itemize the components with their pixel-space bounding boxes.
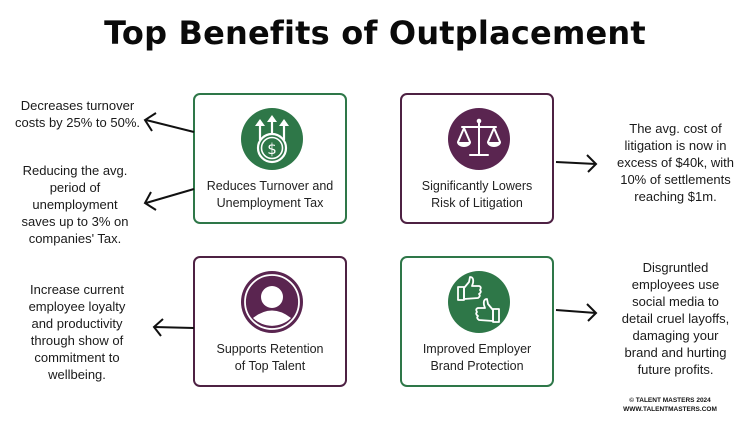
note-line: damaging your [632, 328, 719, 343]
svg-text:$: $ [267, 140, 277, 158]
benefit-label: Significantly Lowers Risk of Litigation [402, 178, 552, 212]
benefit-label-line: Reduces Turnover and [206, 179, 334, 193]
note-social-media: Disgruntled employees use social media t… [603, 259, 748, 378]
note-line: through show of [30, 333, 124, 348]
note-line: employee loyalty [28, 299, 126, 314]
note-line: reaching $1m. [634, 189, 717, 204]
money-growth-icon: $ [241, 108, 303, 170]
note-line: costs by 25% to 50%. [14, 115, 140, 130]
note-line: and productivity [31, 316, 123, 331]
benefit-label-line: Risk of Litigation [431, 196, 523, 210]
copyright-text: © TALENT MASTERS 2024 [629, 397, 711, 404]
scales-of-justice-icon [448, 108, 510, 170]
note-line: wellbeing. [48, 367, 106, 382]
thumbs-up-icon [448, 271, 510, 333]
note-line: period of [49, 180, 101, 195]
benefit-card-turnover: $ Reduces Turnover and Unemployment Tax [193, 93, 347, 224]
benefit-label-line: Brand Protection [430, 359, 524, 373]
benefit-label: Reduces Turnover and Unemployment Tax [195, 178, 345, 212]
note-unemployment-tax: Reducing the avg. period of unemployment… [6, 162, 144, 247]
note-line: companies' Tax. [28, 231, 122, 246]
arrow-icon [143, 112, 195, 133]
page-title: Top Benefits of Outplacement [104, 14, 646, 52]
user-avatar-icon [241, 271, 303, 333]
website-link[interactable]: WWW.TALENTMASTERS.COM [623, 406, 717, 413]
benefit-label-line: Significantly Lowers [421, 179, 533, 193]
benefit-card-brand: Improved Employer Brand Protection [400, 256, 554, 387]
benefit-label-line: Supports Retention [216, 342, 324, 356]
note-line: employees use [631, 277, 720, 292]
note-turnover-costs: Decreases turnover costs by 25% to 50%. [5, 97, 150, 131]
benefit-label-line: Unemployment Tax [216, 196, 324, 210]
benefit-label: Supports Retention of Top Talent [195, 341, 345, 375]
arrow-icon [143, 188, 195, 211]
note-line: litigation is now in [624, 138, 727, 153]
benefit-card-litigation: Significantly Lowers Risk of Litigation [400, 93, 554, 224]
note-line: social media to [632, 294, 719, 309]
note-employee-loyalty: Increase current employee loyalty and pr… [12, 281, 142, 383]
note-line: brand and hurting [624, 345, 727, 360]
note-line: Decreases turnover [20, 98, 135, 113]
note-line: 10% of settlements [620, 172, 731, 187]
note-line: detail cruel layoffs, [621, 311, 730, 326]
arrow-icon [555, 303, 598, 322]
note-line: The avg. cost of [629, 121, 722, 136]
note-line: future profits. [637, 362, 714, 377]
benefit-card-retention: Supports Retention of Top Talent [193, 256, 347, 387]
note-line: unemployment [32, 197, 118, 212]
footer-credit: © TALENT MASTERS 2024 WWW.TALENTMASTERS.… [595, 396, 745, 414]
note-line: Increase current [30, 282, 124, 297]
arrow-icon [555, 154, 598, 173]
note-line: Reducing the avg. [22, 163, 128, 178]
note-line: saves up to 3% on [21, 214, 129, 229]
note-line: commitment to [34, 350, 120, 365]
benefit-label: Improved Employer Brand Protection [402, 341, 552, 375]
benefit-label-line: of Top Talent [234, 359, 306, 373]
note-line: excess of $40k, with [616, 155, 735, 170]
note-litigation-cost: The avg. cost of litigation is now in ex… [603, 120, 748, 205]
arrow-icon [152, 318, 195, 337]
note-line: Disgruntled [642, 260, 709, 275]
benefit-label-line: Improved Employer [422, 342, 532, 356]
